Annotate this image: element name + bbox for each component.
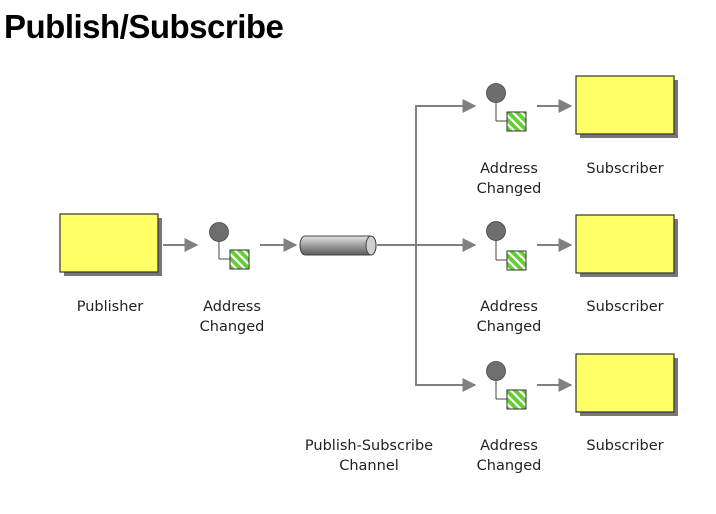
message-icon xyxy=(486,221,527,271)
subscriber-label-2: Subscriber xyxy=(586,299,663,315)
message-icon xyxy=(486,83,527,132)
publisher-box xyxy=(59,213,162,276)
message-label-line2: Changed xyxy=(200,319,265,335)
message-icon xyxy=(486,361,527,410)
message-label-line1: Address xyxy=(480,299,538,315)
message-label-line1: Address xyxy=(480,438,538,454)
message-icon xyxy=(209,222,250,270)
subscriber-box-2 xyxy=(575,214,678,277)
subscriber-box-3 xyxy=(575,353,678,416)
channel-pipe xyxy=(299,235,377,256)
channel-label-line2: Channel xyxy=(339,458,399,474)
page-title: Publish/Subscribe xyxy=(4,8,284,45)
message-label-line2: Changed xyxy=(477,458,542,474)
message-label-line1: Address xyxy=(480,161,538,177)
subscriber-label-1: Subscriber xyxy=(586,161,663,177)
message-label-line2: Changed xyxy=(477,319,542,335)
message-label-line1: Address xyxy=(203,299,261,315)
subscriber-box-1 xyxy=(575,75,678,138)
message-label-line2: Changed xyxy=(477,181,542,197)
subscriber-label-3: Subscriber xyxy=(586,438,663,454)
publisher-label: Publisher xyxy=(77,299,144,315)
channel-label-line1: Publish-Subscribe xyxy=(305,438,433,454)
